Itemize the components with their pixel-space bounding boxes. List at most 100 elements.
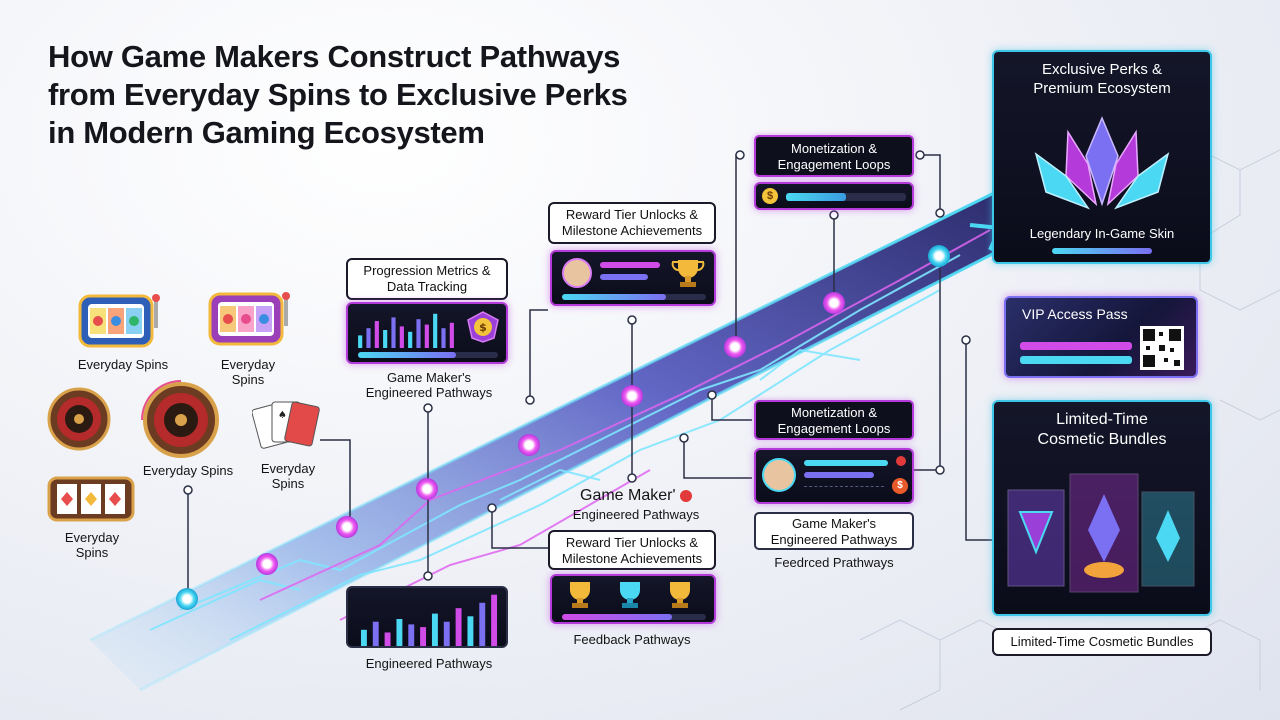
avatar (562, 258, 592, 288)
reward-tier-top-label-line1: Reward Tier Unlocks & (565, 207, 699, 222)
qr-code-icon (1140, 326, 1184, 370)
vip-bar (1020, 342, 1132, 350)
pathway-beam-top-edge (89, 188, 1001, 642)
divider (804, 486, 884, 494)
limited-time-caption: Limited-Time Cosmetic Bundles (992, 628, 1212, 656)
roulette-wheel-icon (47, 387, 111, 451)
everyday-spins-label-5-line2: Spins (75, 545, 109, 560)
chart-bar (433, 313, 438, 348)
roulette-wheel-large-icon (141, 380, 219, 458)
monetization-bottom-label-line1: Monetization & (791, 405, 877, 420)
chart-bar (372, 621, 379, 646)
legendary-skin-caption: Legendary In-Game Skin (1029, 226, 1175, 241)
chart-bar (449, 322, 454, 348)
engineered-bar-chart (360, 594, 498, 646)
monetization-top-panel: $ (754, 182, 914, 210)
chart-bar (383, 330, 388, 348)
pathway-node-4 (416, 478, 438, 500)
title-line-1: How Game Makers Construct Pathways (48, 39, 621, 74)
exclusive-perks-title: Exclusive Perks & Premium Ecosystem (994, 60, 1210, 98)
everyday-spins-label-4-line2: Spins (271, 476, 305, 491)
monetization-bottom-label: Monetization & Engagement Loops (754, 400, 914, 440)
limited-time-title-line2: Cosmetic Bundles (1037, 431, 1167, 448)
chart-bar (420, 627, 427, 646)
pathway-node-2 (256, 553, 278, 575)
monetization-top-label-line2: Engagement Loops (777, 157, 891, 172)
progression-bar-chart (358, 313, 454, 348)
page-title: How Game Makers Construct Pathways from … (48, 38, 728, 152)
coin-badge-icon: $ (467, 311, 499, 343)
engineered-chart-panel (346, 586, 508, 648)
progression-caption: Game Maker's Engineered Pathways (346, 370, 512, 400)
monetization-bottom-panel: $ (754, 448, 914, 504)
chart-bar (399, 326, 404, 348)
everyday-spins-label-3: Everyday Spins (142, 463, 234, 478)
everyday-spins-label-4-line1: Everyday (260, 461, 316, 476)
everyday-spins-label-5: Everyday Spins (44, 530, 140, 560)
monetization-top-label-line1: Monetization & (791, 141, 877, 156)
vip-access-panel: VIP Access Pass (1004, 296, 1198, 378)
stat-bar (804, 460, 888, 466)
vip-bar (1020, 356, 1132, 364)
svg-text:♠: ♠ (278, 410, 287, 421)
chart-bar (396, 619, 403, 646)
stat-bar (600, 274, 648, 280)
trophy-cyan-icon (620, 582, 640, 608)
everyday-spins-label-5-line1: Everyday (64, 530, 120, 545)
alert-dot-icon (896, 456, 906, 466)
trophy-row (570, 582, 690, 608)
right-mid-caption-line1: Game Maker's (791, 516, 877, 531)
chart-bar (384, 632, 391, 646)
chart-bar (491, 594, 498, 646)
chart-bar (441, 328, 446, 348)
stat-bar (600, 262, 660, 268)
vip-access-title: VIP Access Pass (1022, 306, 1128, 322)
progression-chart-panel: $ (346, 302, 508, 364)
exclusive-perks-title-line1: Exclusive Perks & (1041, 61, 1163, 78)
chart-bar (358, 335, 363, 348)
right-mid-caption-line3: Feedrced Prathways (774, 555, 894, 570)
avatar (762, 458, 796, 492)
everyday-spins-label-1: Everyday Spins (77, 357, 169, 372)
progression-caption-line2: Engineered Pathways (365, 385, 493, 400)
stat-bar (804, 472, 874, 478)
coin-icon: $ (892, 478, 908, 494)
limited-time-title-line1: Limited-Time (1056, 411, 1148, 428)
center-caption: Game Maker' Engineered Pathways (544, 487, 728, 522)
reward-tier-top-label: Reward Tier Unlocks & Milestone Achievem… (548, 202, 716, 244)
reward-tier-bottom-label: Reward Tier Unlocks & Milestone Achievem… (548, 530, 716, 570)
chart-bar (374, 321, 379, 348)
center-caption-line2: Engineered Pathways (572, 507, 700, 522)
trophy-gold-icon (570, 582, 590, 608)
chart-bar (360, 629, 367, 646)
engineered-pathways-caption: Engineered Pathways (365, 656, 493, 671)
coin-symbol: $ (479, 321, 487, 334)
crystal-crown-icon (1034, 116, 1170, 210)
reward-tier-bottom-label-line2: Milestone Achievements (561, 551, 703, 566)
exclusive-perks-panel: Exclusive Perks & Premium Ecosystem Lege… (992, 50, 1212, 264)
limited-time-panel: Limited-Time Cosmetic Bundles (992, 400, 1212, 616)
trophy-icon (671, 260, 705, 287)
chart-bar (479, 602, 486, 646)
trophy-bronze-icon (670, 582, 690, 608)
progress-track (786, 193, 906, 201)
reward-tier-top-label-line2: Milestone Achievements (561, 223, 703, 238)
chart-bar (366, 328, 371, 348)
pathway-beam-bottom-edge (139, 238, 1021, 692)
limited-time-title: Limited-Time Cosmetic Bundles (994, 410, 1210, 450)
coin-icon: $ (762, 188, 778, 204)
chart-bar (455, 608, 462, 646)
progression-metrics-label: Progression Metrics & Data Tracking (346, 258, 508, 300)
pathway-node-9 (928, 245, 950, 267)
progression-caption-line1: Game Maker's (386, 370, 472, 385)
slot-machine-purple-icon (208, 292, 290, 346)
feedback-pathways-caption: Feedback Pathways (573, 632, 691, 647)
chart-bar (431, 613, 438, 646)
pathway-node-5 (518, 434, 540, 456)
everyday-spins-label-2-line1: Everyday (220, 357, 276, 372)
playing-cards-icon: ♠ (252, 401, 320, 449)
exclusive-perks-title-line2: Premium Ecosystem (1033, 80, 1171, 97)
chart-bar (391, 317, 396, 348)
circuit-traces (149, 254, 961, 641)
